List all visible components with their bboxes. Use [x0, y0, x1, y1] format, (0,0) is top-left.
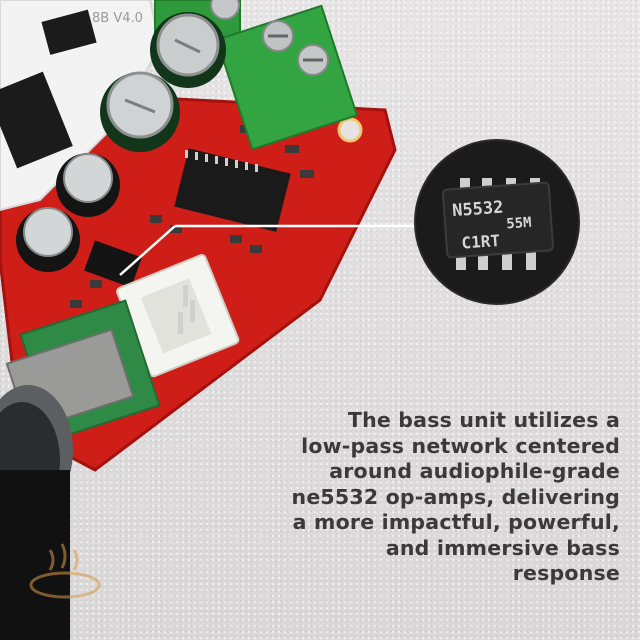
chip-marking-line-1: N5532 — [452, 198, 504, 222]
zoom-callout: N5532 55M C1RT — [119, 139, 580, 305]
white-connector — [116, 254, 240, 378]
potentiometer — [0, 299, 161, 640]
caption-line: response — [512, 561, 620, 585]
caption-line: a more impactful, powerful, — [292, 510, 620, 534]
white-subboard: 8B V4.0 — [0, 0, 162, 212]
caption-line: ne5532 op-amps, delivering — [291, 484, 620, 509]
green-terminals — [154, 0, 359, 151]
caption-line: The bass unit utilizes a — [347, 408, 620, 432]
caption-line: low-pass network centered — [301, 433, 620, 458]
feature-caption: The bass unit utilizes a low-pass networ… — [280, 408, 620, 587]
capacitors — [16, 12, 226, 272]
caption-line: and immersive bass — [385, 535, 620, 560]
chip-marking-line-3: C1RT — [461, 231, 501, 253]
module-label: 8B V4.0 — [92, 11, 143, 26]
chip-marking-line-2: 55M — [506, 215, 532, 233]
watermark-logo — [29, 543, 101, 599]
opamp-chip — [84, 240, 142, 288]
caption-line: around audiophile-grade — [329, 459, 620, 483]
